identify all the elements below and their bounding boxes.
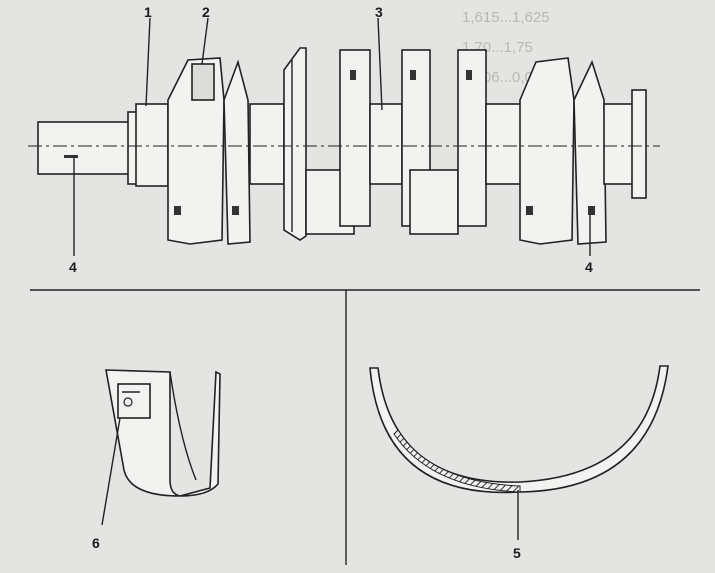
web-mark (588, 206, 595, 215)
callout-6: 6 (92, 535, 100, 551)
web-mark (526, 206, 533, 215)
shaft-nose (37, 121, 131, 175)
half-ring-outline (369, 365, 669, 494)
bearing-mark-icon (123, 397, 133, 407)
callout-4-left: 4 (69, 259, 77, 275)
web-mark (466, 70, 472, 80)
crank-web-2 (223, 59, 251, 245)
callout-4-right: 4 (585, 259, 593, 275)
nose-mark (64, 155, 78, 158)
crank-web-6 (519, 57, 575, 245)
web-mark (350, 70, 356, 80)
crank-pin-2 (409, 169, 459, 235)
crank-web-1 (167, 57, 225, 245)
callout-3: 3 (375, 4, 383, 20)
bearing-tab-label (117, 383, 151, 419)
bearing-shell (105, 369, 221, 497)
crankshaft (28, 47, 660, 245)
web-mark (410, 70, 416, 80)
thrust-half-ring (369, 365, 669, 494)
main-journal-1 (135, 103, 169, 187)
faded-text-line-1: 1,615...1,625 (462, 9, 550, 26)
center-flange (283, 47, 307, 241)
web-mark (174, 206, 181, 215)
main-journal-3 (369, 103, 403, 185)
half-ring-hatched-section (393, 429, 521, 493)
callout-2: 2 (202, 4, 210, 20)
main-journal-5 (603, 103, 635, 185)
main-journal-2 (249, 103, 285, 185)
web-mark (232, 206, 239, 215)
counterweight-lobe (191, 63, 215, 101)
callout-1: 1 (144, 4, 152, 20)
rear-flange (631, 89, 647, 199)
main-journal-4 (485, 103, 523, 185)
callout-5: 5 (513, 545, 521, 561)
